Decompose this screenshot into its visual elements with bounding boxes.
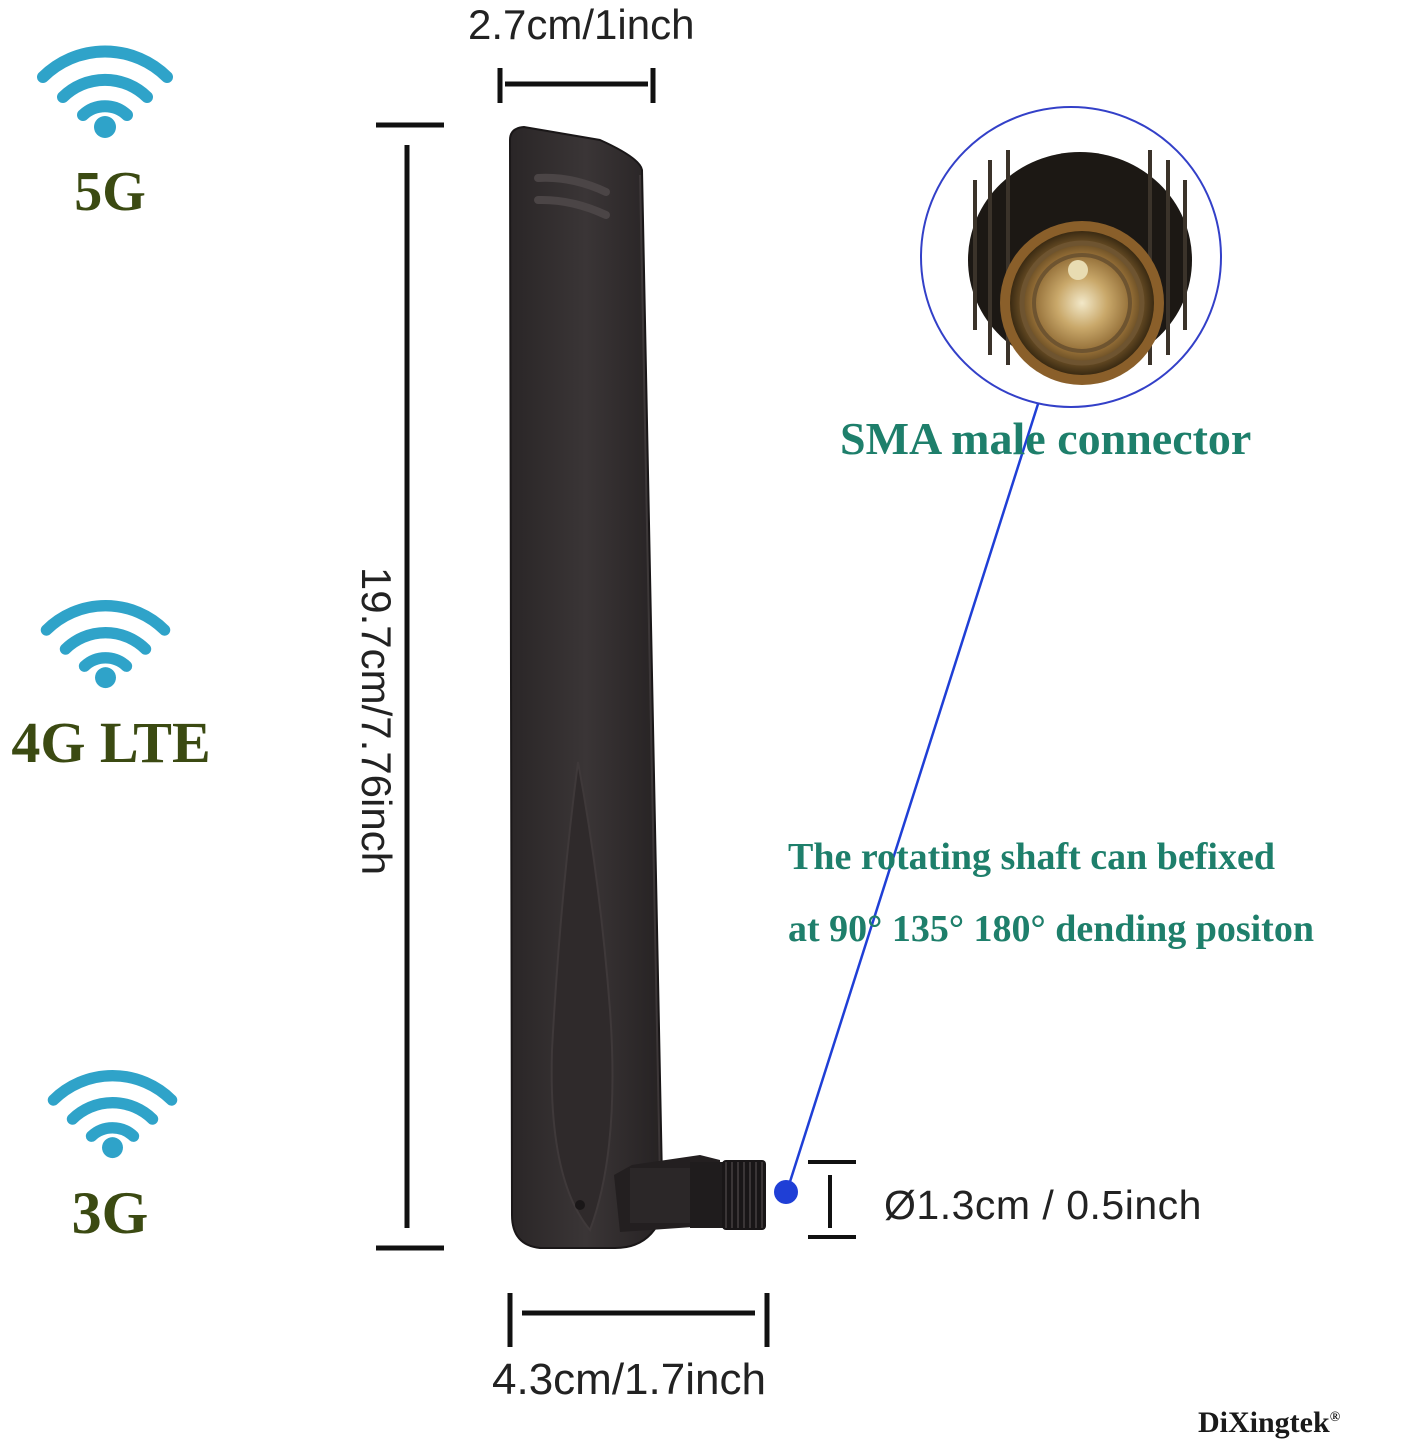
top-width-label: 2.7cm/1inch	[468, 1, 695, 48]
rotation-note-line2: at 90° 135° 180° dending positon	[788, 908, 1314, 950]
rotation-note-line1: The rotating shaft can befixed	[788, 836, 1275, 878]
pointer-line	[786, 403, 1040, 1189]
connector-label: SMA male connector	[840, 413, 1252, 464]
bottom-width-dimension	[507, 1293, 770, 1347]
hinge-connector	[614, 1155, 766, 1232]
wifi-icon-4g	[40, 599, 171, 689]
bottom-width-label: 4.3cm/1.7inch	[492, 1355, 766, 1404]
band-label-5g: 5G	[74, 161, 146, 223]
antenna-blade	[508, 125, 663, 1249]
brand-logo: DiXingtek®	[1198, 1398, 1340, 1443]
brand-name: DiXingtek	[1198, 1406, 1330, 1439]
connector-zoom	[920, 106, 1222, 408]
height-label-rotated: 19.7cm/7.76inch	[351, 541, 401, 901]
height-dimension	[376, 122, 444, 1251]
wifi-icon-5g	[37, 45, 173, 138]
registered-mark: ®	[1329, 1410, 1341, 1425]
diameter-dimension	[808, 1160, 856, 1239]
height-label-text: 19.7cm/7.76inch	[353, 566, 400, 876]
pointer-dot	[774, 1180, 798, 1204]
wifi-icon-3g	[47, 1069, 178, 1159]
top-width-dimension	[497, 68, 656, 103]
diameter-label: Ø1.3cm / 0.5inch	[884, 1182, 1202, 1228]
band-label-4g-lte: 4G LTE	[11, 710, 211, 775]
band-label-3g: 3G	[71, 1180, 149, 1246]
